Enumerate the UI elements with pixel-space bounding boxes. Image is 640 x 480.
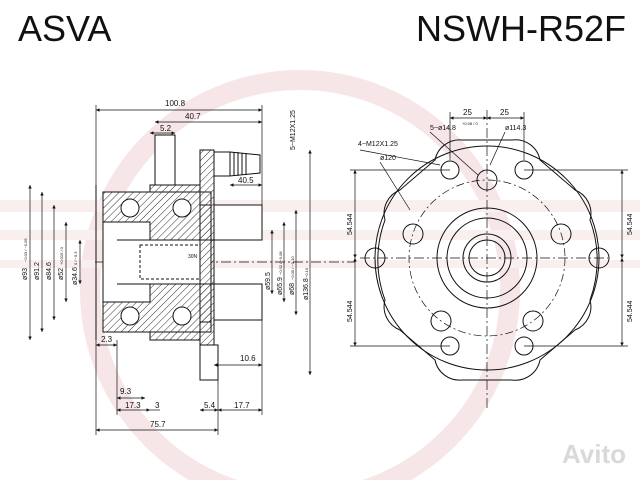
dim-lower-right: 54.544	[627, 300, 634, 322]
avito-watermark: Avito	[561, 439, 626, 469]
dim-d136: ø136.8	[303, 278, 310, 300]
bolt-circle-label: ø120	[380, 155, 396, 162]
dim-3: 3	[155, 401, 160, 410]
dim-d91: ø91.2	[34, 262, 41, 280]
side-view-dimensions	[28, 105, 312, 435]
dim-d65-tol: −0.02 / −0.08	[278, 251, 283, 275]
dim-17-7: 17.7	[234, 401, 250, 410]
dim-9-3: 9.3	[120, 387, 132, 396]
dim-stud-length: 40.5	[238, 176, 254, 185]
stud-thread-label: 5−M12X1.25	[290, 110, 297, 150]
dim-d34-tol: 0 / −0.3	[73, 251, 78, 265]
dim-lower-left: 54.544	[347, 300, 354, 322]
dim-d65: ø65.9	[277, 277, 284, 295]
brand-title: ASVA	[18, 8, 112, 49]
side-section-view	[95, 134, 355, 381]
thread-label: 4−M12X1.25	[358, 141, 398, 148]
hole-label: 5−ø14.8	[430, 125, 456, 132]
dim-17-3: 17.3	[125, 401, 141, 410]
dim-overall-length: 100.8	[165, 99, 186, 108]
dim-d84: ø84.6	[46, 262, 53, 280]
hole-tol: +0.08 / 0	[462, 121, 478, 126]
dim-d68-tol: −0.05 / −0.10	[290, 256, 295, 280]
dim-upper-left: 54.544	[347, 213, 354, 235]
dim-d52-tol: +0.015 / 0	[59, 246, 64, 265]
dim-d59: ø59.5	[265, 272, 272, 290]
front-view	[360, 110, 610, 410]
dim-upper-right: 54.544	[627, 213, 634, 235]
dim-5-4: 5.4	[204, 401, 216, 410]
dim-d93-tol: −0.03 / −0.05	[23, 238, 28, 262]
dim-25-right: 25	[500, 108, 509, 117]
dim-d52: ø52	[58, 268, 65, 280]
pcd-label: ø114.3	[505, 125, 526, 132]
dim-10-6: 10.6	[240, 354, 256, 363]
dim-spline: 30N	[188, 254, 198, 260]
dim-d68: ø68	[289, 283, 296, 295]
dim-inner-length: 40.7	[185, 112, 201, 121]
dim-d34: ø34.6	[72, 267, 79, 285]
part-number-title: NSWH-R52F	[415, 8, 626, 49]
front-view-dimensions	[350, 112, 628, 347]
dim-d93: ø93	[22, 268, 29, 280]
dim-d136-tol: −0.15	[304, 267, 309, 278]
dim-2-3: 2.3	[101, 335, 113, 344]
dim-25-left: 25	[463, 108, 472, 117]
dim-75-7: 75.7	[150, 420, 166, 429]
dim-flange-thickness: 5.2	[160, 124, 172, 133]
